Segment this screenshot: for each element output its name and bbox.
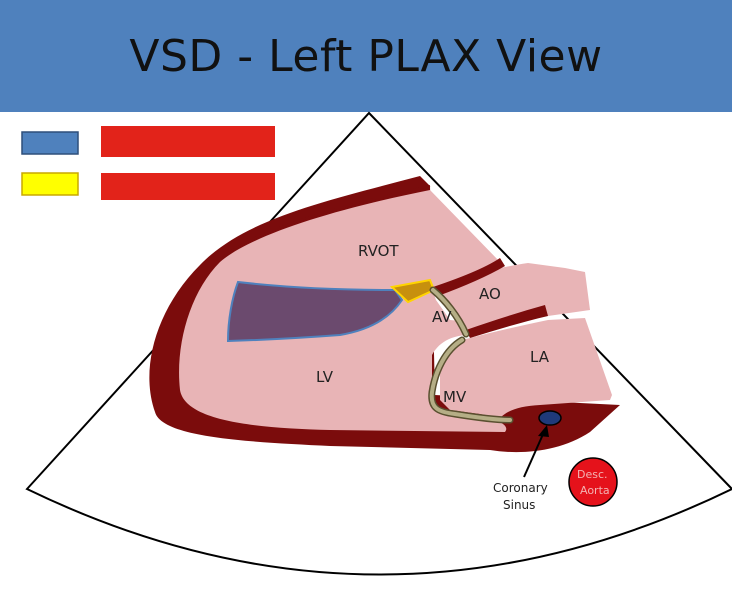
page-title: VSD - Left PLAX View [129,30,603,82]
rvot-upper-edge [221,185,431,259]
label-lv: LV [316,368,334,386]
label-desc-aorta-1: Desc. [577,468,608,481]
label-rvot: RVOT [358,242,399,260]
label-ao: AO [479,285,501,303]
label-desc-aorta-2: Aorta [580,484,610,497]
title-bar: VSD - Left PLAX View [0,0,732,112]
aortic-valve-inner [431,288,468,336]
vsd-overlay [226,280,404,343]
legend-bar-2 [101,173,275,200]
label-la: LA [530,348,550,366]
legend-bar-1 [101,126,275,157]
descending-aorta [568,457,618,507]
coronary-sinus [538,410,562,426]
la-chamber [440,318,612,418]
label-av: AV [432,308,452,326]
coronary-sinus-arrowhead [538,425,549,437]
legend-swatch-yellow [21,172,79,196]
label-mv: MV [443,388,467,406]
legend-swatch-blue [21,131,79,155]
myocardium-band-lower [466,305,548,338]
myocardium-band-upper [430,258,505,296]
coronary-sinus-arrow [523,431,545,478]
label-coronary-sinus-1: Coronary [493,481,548,495]
mitral-valve-inner [429,338,512,422]
label-coronary-sinus-2: Sinus [503,498,535,512]
